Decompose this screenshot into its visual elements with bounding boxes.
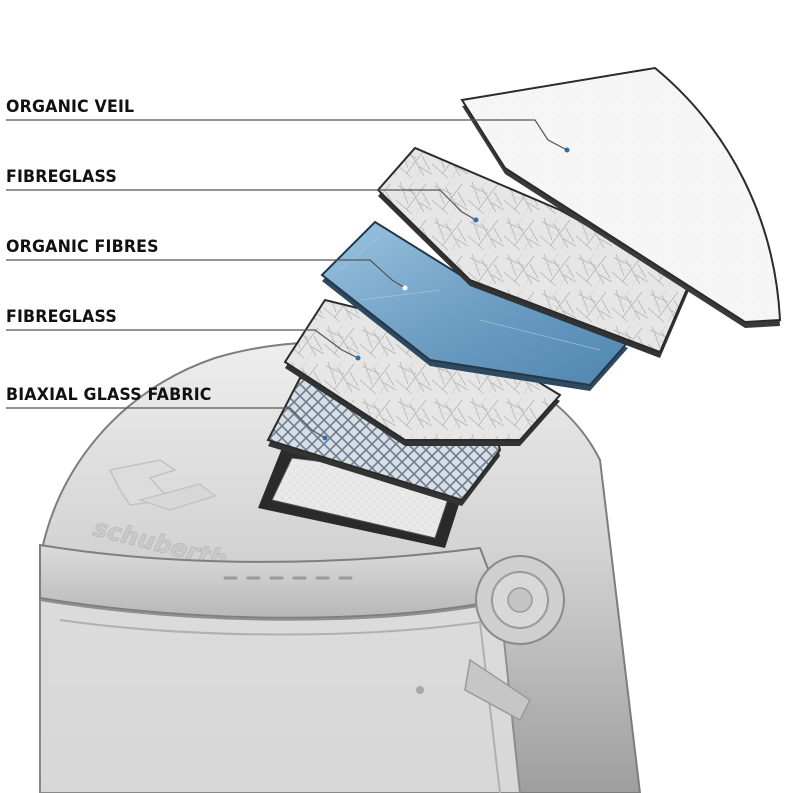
callout-line-biaxial-glass-fabric (6, 407, 328, 441)
callout-line-organic-veil (6, 119, 570, 153)
callout-lines (6, 119, 570, 441)
label-fibreglass-lower: FIBREGLASS (6, 307, 117, 327)
layer-fibreglass-lower (283, 298, 562, 446)
callout-line-fibreglass-upper (6, 189, 479, 223)
label-organic-fibres: ORGANIC FIBRES (6, 237, 159, 257)
label-biaxial-glass-fabric: BIAXIAL GLASS FABRIC (6, 385, 212, 405)
callout-line-fibreglass-lower (6, 329, 361, 361)
layer-organic-veil (460, 66, 782, 328)
label-organic-veil: ORGANIC VEIL (6, 97, 135, 117)
callout-line-organic-fibres (6, 259, 408, 291)
label-fibreglass-upper: FIBREGLASS (6, 167, 117, 187)
